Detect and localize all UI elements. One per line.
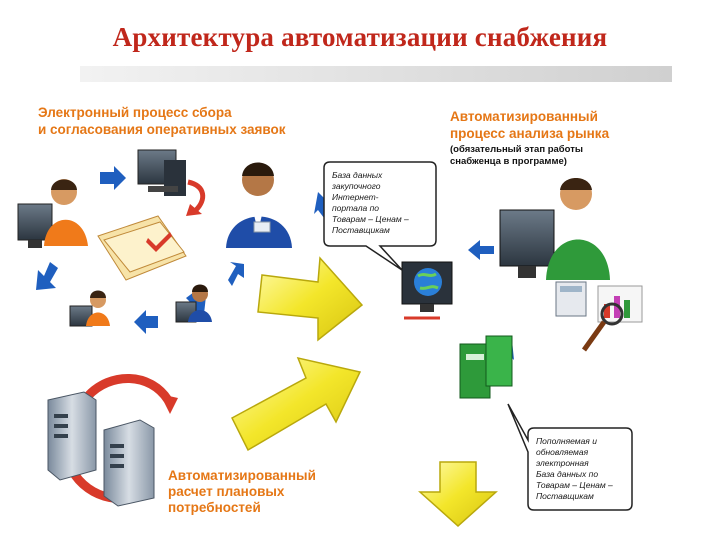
blue-arrow-right xyxy=(100,166,126,190)
label-market-analysis-line1: Автоматизированный xyxy=(450,108,609,125)
blue-arrow-left xyxy=(134,310,158,334)
employee-small-left xyxy=(70,291,110,327)
updated-database-icon xyxy=(460,336,512,398)
database-bubble-text: База данных закупочного Интернет- портал… xyxy=(332,170,409,236)
label-planning: Автоматизированный расчет плановых потре… xyxy=(168,468,316,516)
label-process-collect-line2: и согласования оперативных заявок xyxy=(38,121,286,138)
blue-arrow-up-right xyxy=(228,262,244,286)
analysis-tools xyxy=(556,282,642,350)
database-bubble-line2: закупочного xyxy=(332,181,409,192)
database-bubble-line1: База данных xyxy=(332,170,409,181)
documents-stack xyxy=(98,216,186,280)
label-market-note-line1: (обязательный этап работы xyxy=(450,144,583,156)
database-bubble-line6: Поставщикам xyxy=(332,225,409,236)
updated-db-line6: Поставщикам xyxy=(536,491,613,502)
database-bubble-line3: Интернет- xyxy=(332,192,409,203)
upper-yellow-arrow xyxy=(258,258,362,340)
label-market-analysis-line2: процесс анализа рынка xyxy=(450,125,609,142)
market-analyst xyxy=(500,178,610,280)
updated-db-line5: Товарам – Ценам – xyxy=(536,480,613,491)
updated-db-line1: Пополняемая и xyxy=(536,436,613,447)
label-market-analysis: Автоматизированный процесс анализа рынка xyxy=(450,108,609,142)
employee-center xyxy=(226,163,292,249)
blue-arrow-down-left xyxy=(36,262,58,290)
updated-db-line3: электронная xyxy=(536,458,613,469)
blue-arrow-to-monitor-right xyxy=(468,240,494,260)
label-process-collect-line1: Электронный процесс сбора xyxy=(38,104,286,121)
label-planning-line1: Автоматизированный xyxy=(168,468,316,484)
employee-small-right xyxy=(176,285,212,323)
server-right xyxy=(104,420,154,506)
down-yellow-arrow xyxy=(420,462,496,526)
updated-db-line2: обновляемая xyxy=(536,447,613,458)
server-left xyxy=(48,392,96,480)
database-bubble-line4: портала по xyxy=(332,203,409,214)
label-process-collect: Электронный процесс сбора и согласования… xyxy=(38,104,286,138)
label-planning-line3: потребностей xyxy=(168,500,316,516)
lower-yellow-arrow xyxy=(232,358,360,450)
workstation-top-center xyxy=(138,150,186,196)
updated-db-line4: База данных по xyxy=(536,469,613,480)
label-planning-line2: расчет плановых xyxy=(168,484,316,500)
database-bubble-line5: Товарам – Ценам – xyxy=(332,214,409,225)
label-market-note: (обязательный этап работы снабженца в пр… xyxy=(450,144,583,168)
updated-database-bubble-text: Пополняемая и обновляемая электронная Ба… xyxy=(536,436,613,502)
label-market-note-line2: снабженца в программе) xyxy=(450,156,583,168)
internet-portal-monitor xyxy=(402,262,452,318)
employee-left xyxy=(18,179,88,248)
